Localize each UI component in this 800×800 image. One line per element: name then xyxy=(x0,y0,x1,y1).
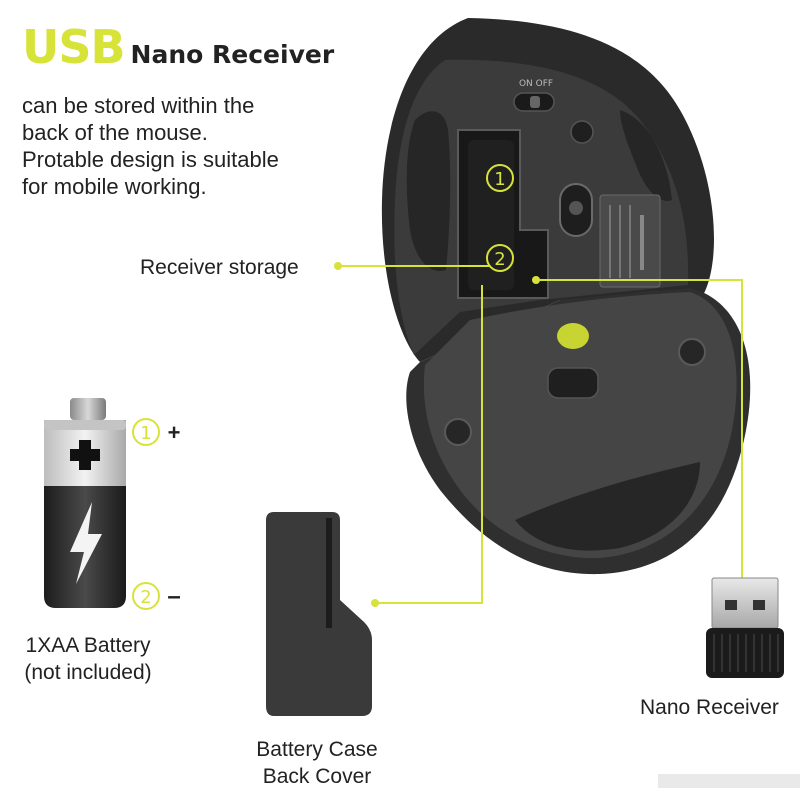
label-receiver-storage: Receiver storage xyxy=(140,256,299,279)
svg-text:1: 1 xyxy=(140,423,151,444)
description-line: back of the mouse. xyxy=(22,120,208,145)
switch-label: ON OFF xyxy=(519,79,553,89)
heading-usb: USB xyxy=(22,20,126,74)
label-cover-line: Battery Case xyxy=(256,738,378,761)
label-battery: 1XAA Battery (not included) xyxy=(8,632,168,686)
aa-battery xyxy=(44,398,126,608)
plus-sign: + xyxy=(168,420,181,445)
callout-dot xyxy=(371,599,379,607)
marker-1-battery: 1 + xyxy=(132,418,181,446)
description-line: for mobile working. xyxy=(22,174,207,199)
callout-dot xyxy=(532,276,540,284)
battery-cover xyxy=(266,512,372,716)
marker-1-on-mouse: 1 xyxy=(486,164,514,192)
svg-text:1: 1 xyxy=(494,169,505,190)
callout-lines xyxy=(340,265,743,655)
marker-2-battery: 2 – xyxy=(132,582,181,610)
callout-dot xyxy=(334,262,342,270)
label-nano-receiver: Nano Receiver xyxy=(640,696,779,719)
mouse-body: ON OFF xyxy=(381,18,751,575)
corner-bar xyxy=(658,774,800,788)
svg-text:2: 2 xyxy=(140,587,151,608)
minus-sign: – xyxy=(167,583,180,610)
nano-receiver xyxy=(706,577,784,678)
heading-nano-receiver: Nano Receiver xyxy=(130,40,335,69)
label-battery-line: (not included) xyxy=(24,661,152,684)
label-battery-cover: Battery Case Back Cover xyxy=(232,736,402,790)
svg-text:2: 2 xyxy=(494,249,505,270)
label-cover-line: Back Cover xyxy=(262,765,372,788)
marker-2-on-mouse: 2 xyxy=(486,244,514,272)
description-line: can be stored within the xyxy=(22,93,255,118)
label-battery-line: 1XAA Battery xyxy=(25,634,151,657)
description: can be stored within the back of the mou… xyxy=(22,92,342,200)
description-line: Protable design is suitable xyxy=(22,147,279,172)
